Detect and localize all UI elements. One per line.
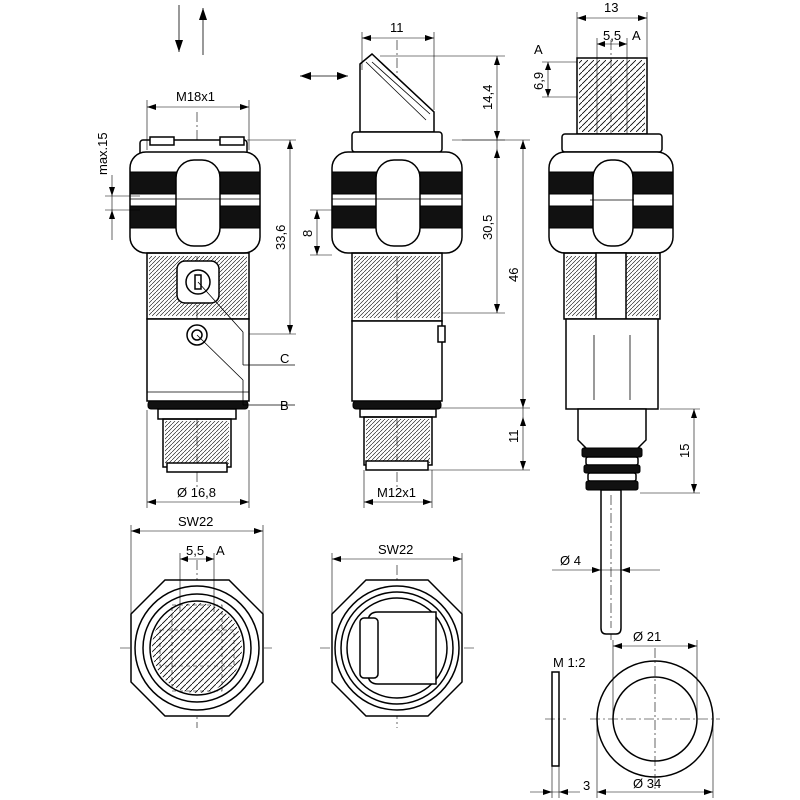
label-a-left: A (534, 42, 543, 57)
dim-3: 3 (583, 778, 590, 793)
dimension-lines (105, 12, 714, 798)
dim-14-4: 14,4 (480, 85, 495, 110)
dim-5-5-low: 5,5 (186, 543, 204, 558)
dim-d34: Ø 34 (633, 776, 661, 791)
dim-5-5-top: 5,5 (603, 28, 621, 43)
dim-m18x1: M18x1 (176, 89, 215, 104)
dim-max15: max.15 (95, 132, 110, 175)
sensor-side-view (331, 40, 463, 490)
sensor-front-view (129, 112, 261, 490)
dim-13: 13 (604, 0, 618, 15)
dim-sw22-rear: SW22 (378, 542, 413, 557)
dim-46: 46 (506, 268, 521, 282)
dim-8: 8 (300, 230, 315, 237)
dim-d4: Ø 4 (560, 553, 581, 568)
dim-m12x1: M12x1 (377, 485, 416, 500)
label-b: B (280, 398, 289, 413)
dim-33-6: 33,6 (273, 225, 288, 250)
label-a-low: A (216, 543, 225, 558)
dim-30-5: 30,5 (480, 215, 495, 240)
dim-11-top: 11 (390, 20, 404, 35)
scale-m1-2: M 1:2 (553, 655, 586, 670)
dim-d21: Ø 21 (633, 629, 661, 644)
adjust-direction-arrows (175, 5, 348, 80)
label-a-right: A (632, 28, 641, 43)
lens-face-view (120, 560, 272, 728)
label-c: C (280, 351, 289, 366)
dim-sw22-front: SW22 (178, 514, 213, 529)
dim-15: 15 (677, 444, 692, 458)
dimension-labels: M18x1 max.15 33,6 C B Ø 16,8 11 14,4 8 3… (95, 0, 692, 793)
connector-face-view (320, 565, 474, 728)
dim-11-bottom: 11 (506, 430, 521, 444)
sensor-cable-view (548, 40, 674, 640)
dim-6-9: 6,9 (531, 72, 546, 90)
dim-d16-8: Ø 16,8 (177, 485, 216, 500)
